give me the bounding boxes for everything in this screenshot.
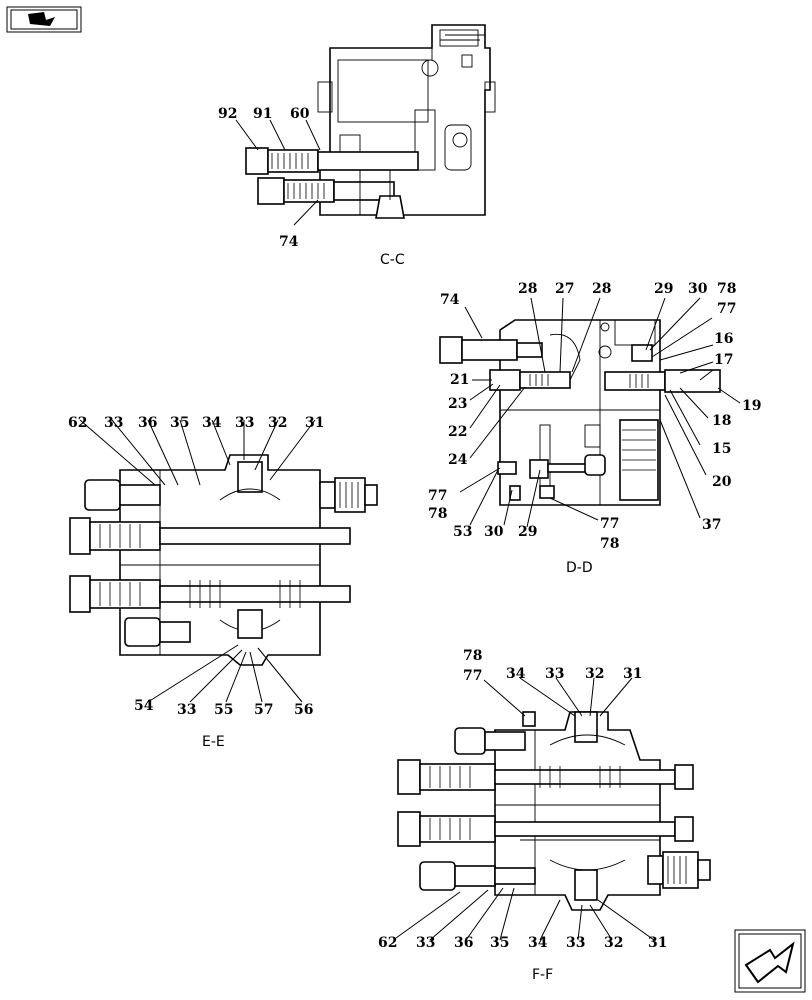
callout-92: 92 (218, 106, 237, 122)
callout-20: 20 (712, 474, 732, 490)
callout-78: 78 (463, 648, 482, 664)
callout-60: 60 (290, 106, 310, 122)
callout-78-left: 78 (428, 506, 447, 522)
callout-62: 62 (68, 415, 87, 431)
callout-78: 78 (717, 281, 736, 297)
callout-34-bottom: 34 (528, 935, 548, 951)
callout-36: 36 (138, 415, 157, 431)
callout-34: 34 (506, 666, 526, 682)
callout-33-bottom-b: 33 (566, 935, 585, 951)
callout-35-bottom: 35 (490, 935, 509, 951)
callout-31-bottom: 31 (648, 935, 667, 951)
section-caption-ee: E-E (202, 734, 225, 750)
callout-53: 53 (453, 524, 472, 540)
callout-33-bottom: 33 (177, 702, 196, 718)
book-arrow-icon[interactable] (6, 6, 82, 33)
callout-37: 37 (702, 517, 721, 533)
callout-31: 31 (623, 666, 642, 682)
callout-77-bottom: 77 (600, 516, 619, 532)
callout-17: 17 (714, 352, 733, 368)
callout-77-left: 77 (428, 488, 447, 504)
callout-91: 91 (253, 106, 272, 122)
callout-32: 32 (268, 415, 287, 431)
callout-32-bottom: 32 (604, 935, 623, 951)
callout-77: 77 (717, 301, 736, 317)
callout-21: 21 (450, 372, 469, 388)
callout-30: 30 (688, 281, 708, 297)
callout-78-bottom: 78 (600, 536, 619, 552)
callout-56: 56 (294, 702, 313, 718)
callout-28: 28 (518, 281, 537, 297)
section-view-dd: 74 28 27 28 29 30 78 77 16 17 21 23 22 2… (428, 281, 761, 576)
callout-33: 33 (545, 666, 564, 682)
section-view-ee: 62 33 36 35 34 33 32 31 54 33 55 57 56 E… (68, 415, 378, 750)
callout-34: 34 (202, 415, 222, 431)
section-caption-ff: F-F (532, 967, 553, 983)
callout-23: 23 (448, 396, 467, 412)
section-caption-dd: D-D (566, 560, 593, 576)
callout-77: 77 (463, 668, 482, 684)
callout-22: 22 (448, 424, 467, 440)
arrow-icon[interactable] (734, 929, 806, 993)
callout-29-bottom: 29 (518, 524, 537, 540)
callout-19: 19 (742, 398, 761, 414)
section-view-cc: 92 91 60 74 C-C (218, 24, 496, 268)
callout-57: 57 (254, 702, 273, 718)
section-caption-cc: C-C (380, 252, 405, 268)
callout-24: 24 (448, 452, 468, 468)
callout-30-bottom: 30 (484, 524, 504, 540)
callout-74: 74 (440, 292, 460, 308)
callout-74: 74 (279, 234, 299, 250)
callout-32: 32 (585, 666, 604, 682)
callout-28b: 28 (592, 281, 611, 297)
callout-35: 35 (170, 415, 189, 431)
callout-55: 55 (214, 702, 233, 718)
callout-33: 33 (104, 415, 123, 431)
callout-62-bottom: 62 (378, 935, 397, 951)
callout-54: 54 (134, 698, 154, 714)
callout-15: 15 (712, 441, 731, 457)
callout-18: 18 (712, 413, 731, 429)
callout-31: 31 (305, 415, 324, 431)
callout-27: 27 (555, 281, 574, 297)
callout-29: 29 (654, 281, 673, 297)
section-view-ff: 78 77 34 33 32 31 62 33 36 35 34 33 32 3… (378, 648, 711, 983)
callout-16: 16 (714, 331, 733, 347)
callout-33b: 33 (235, 415, 254, 431)
callout-33-bottom: 33 (416, 935, 435, 951)
callout-36-bottom: 36 (454, 935, 473, 951)
